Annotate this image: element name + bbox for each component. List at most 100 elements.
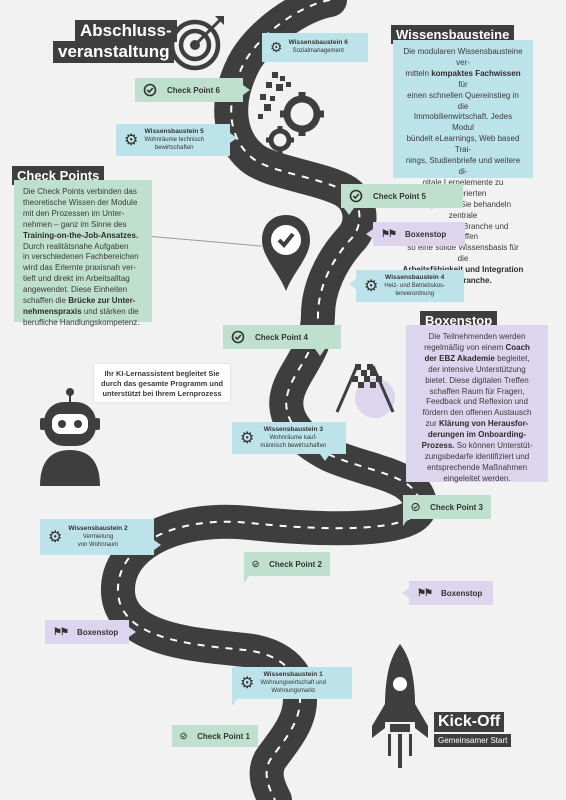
panel-line: Training-on-the-Job-Ansatzes. [23,231,143,242]
checkpoint-label: Check Point 4 [255,332,308,342]
boxenstop-3[interactable]: ⚑⚑ Boxenstop [373,222,465,246]
panel-line: Prozess. So können Unterstüt- [415,441,539,452]
panel-text: Prozess. [421,441,455,451]
module-subtitle: Heiz- und Betriebskos- [384,283,446,290]
checkpoint-2[interactable]: Check Point 2 [244,552,330,576]
panel-text: so eine solide Wissensbasis für die [407,243,519,264]
ki-line-2: durch das gesamte Programm und [101,379,223,388]
checkpoint-label: Check Point 1 [197,731,250,741]
checkered-flags-icon: ⚑⚑ [53,626,69,638]
panel-line: nings, Studienbriefe und weitere di- [402,156,524,178]
gear-icon: ⚙ [270,39,283,55]
module-subtitle: männisch bewirtschaften [260,442,327,449]
checkpoint-3[interactable]: Check Point 3 [403,495,491,519]
checkpoint-1[interactable]: Check Point 1 [172,725,258,747]
check-circle-icon [143,83,157,97]
panel-text: kompaktes Fachwissen [431,68,521,78]
module-subtitle: Sozialmanagement [292,48,344,55]
panel-line: Feedback und Reflexion und [415,397,539,408]
module-title: Wissensbaustein 2 [68,524,128,532]
panel-text: mit den Prozessen im Unter- [23,208,125,218]
gear-icon: ⚙ [364,278,379,295]
chip-pointer [230,133,237,143]
panel-line: wird das Erlernte praxisnah ver- [23,263,143,274]
gear-icon: ⚙ [240,430,255,447]
panel-line: Immobilienwirtschaft. Jedes Modul [402,112,524,134]
chip-pointer [366,229,373,239]
panel-line: einen schnellen Quereinstieg in die [402,91,524,113]
panel-text: Coach [505,342,530,352]
gear-icon: ⚙ [124,132,139,149]
module-subtitle: Wohnungsmarkt [271,687,315,694]
check-circle-icon [231,330,245,344]
panel-text: mitteln [405,68,432,78]
panel-line: theoretische Wissen der Module [23,198,143,209]
checkpoint-4[interactable]: Check Point 4 [223,325,341,349]
panel-text: tieft und direkt im Arbeitsalltag [23,274,130,284]
panel-text: begleitet, [494,353,530,363]
gear-icon: ⚙ [240,675,255,692]
panel-text: angewendet. Diese Einheiten [23,285,128,295]
panel-text: für [458,79,468,89]
panel-text: einen schnellen Quereinstieg in die [407,90,519,111]
panel-text: schaffen die [23,296,69,306]
checkpoint-6[interactable]: Check Point 6 [135,78,243,102]
kickoff-title: Kick-Off [434,712,505,732]
panel-line: fördern den offenen Austausch [415,408,539,419]
chip-pointer [344,208,354,215]
checkpoint-label: Check Point 2 [269,559,322,569]
panel-text: Brücke zur Unter- [68,296,136,306]
panel-line: derungen im Onboarding- [415,430,539,441]
panel-text: Feedback und Reflexion und [426,397,528,407]
panel-text: entsprechende Maßnahmen [426,462,528,472]
panel-line: mitteln kompaktes Fachwissen für [402,69,524,91]
map-pin-check-icon [262,215,310,291]
panel-line: schaffen die Brücke zur Unter- [23,296,143,307]
panel-text: Die Check Points verbinden das [23,187,137,196]
panel-line: nehmenspraxis und stärken die [23,307,143,318]
boxenstop-1[interactable]: ⚑⚑ Boxenstop [45,620,129,644]
boxenstop-2[interactable]: ⚑⚑ Boxenstop [409,581,493,605]
panel-text: zur [425,419,439,429]
module-subtitle: Wohnräume kauf- [269,435,318,442]
ki-line-3: unterstützt bei Ihrem Lernprozess [102,389,222,398]
panel-line: angewendet. Diese Einheiten [23,285,143,296]
module-title: Wissensbaustein 5 [144,127,204,135]
page-title-line2: veranstaltung [53,41,175,63]
checkpoint-5[interactable]: Check Point 5 [341,184,463,208]
module-title: Wissensbaustein 6 [288,39,348,47]
gear-icon: ⚙ [48,529,63,546]
chip-pointer [232,699,237,706]
panel-line: regelmäßig von einem Coach [415,343,539,354]
panel-line: berufliche Handlungskompetenz. [23,318,143,329]
panel-line: nehmen – ganz im Sinne des [23,220,143,231]
ki-assistant-bubble: Ihr KI-Lernassistent begleitet Sie durch… [94,364,230,402]
panel-text: Lernpfaden. Sie behandeln zentrale [414,199,512,220]
panel-line: so eine solide Wissensbasis für die [402,243,524,265]
panel-line: der EBZ Akademie begleitet, [415,354,539,365]
panel-text: Arbeitsfähigkeit und Integration [403,265,524,275]
check-circle-icon [180,732,187,740]
chip-pointer [403,519,408,526]
panel-text: der intensive Unterstützung [428,364,526,374]
panel-text: bietet. Diese digitalen Treffen [425,375,529,385]
panel-text: Immobilienwirtschaft. Jedes Modul [413,112,513,133]
panel-text: zungsbedarfe identifiziert und [424,451,530,461]
boxenstop-label: Boxenstop [76,627,119,637]
panel-line: der intensive Unterstützung [415,365,539,376]
boxenstop-label: Boxenstop [440,588,483,598]
module-subtitle: Vermietung [82,534,114,541]
panel-line: mit den Prozessen im Unter- [23,209,143,220]
panel-line: Lernpfaden. Sie behandeln zentrale [402,200,524,222]
panel-text: So können Unterstüt- [454,441,533,451]
module-subtitle: Wohnungswirtschaft und [260,680,326,687]
panel-text: in verschiedenen Fachbereichen [23,252,139,262]
page-title-line1: Abschluss- [75,20,177,42]
